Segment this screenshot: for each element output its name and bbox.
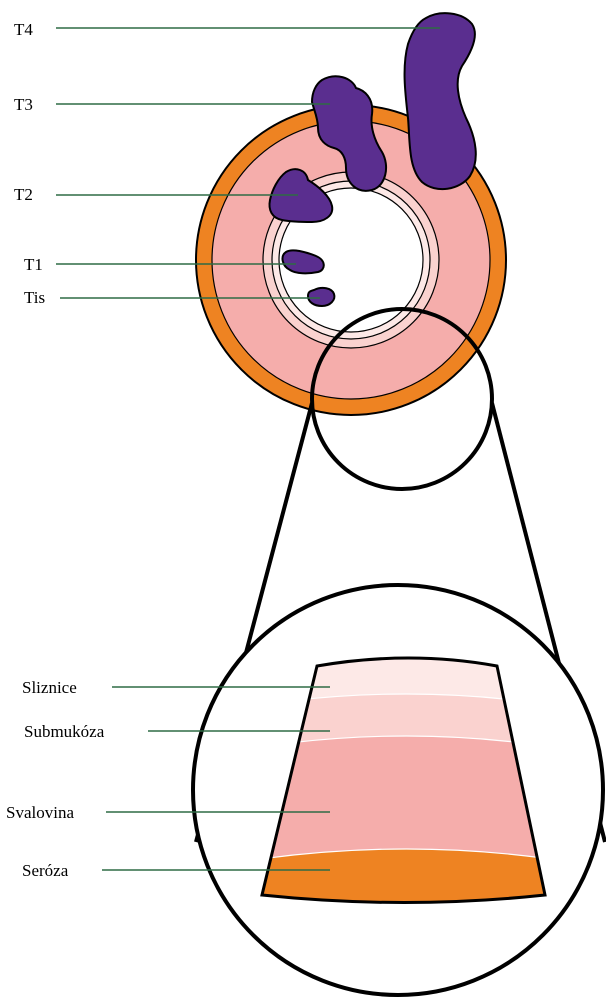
- label-tis: Tis: [24, 288, 45, 307]
- label-mucosa: Sliznice: [22, 678, 77, 697]
- tumor-t4: [405, 13, 476, 189]
- label-serosa: Seróza: [22, 861, 69, 880]
- label-t1: T1: [24, 255, 43, 274]
- label-submucosa: Submukóza: [24, 722, 105, 741]
- label-muscle: Svalovina: [6, 803, 74, 822]
- label-t2: T2: [14, 185, 33, 204]
- label-t4: T4: [14, 20, 33, 39]
- label-t3: T3: [14, 95, 33, 114]
- tumor-tis: [308, 288, 334, 306]
